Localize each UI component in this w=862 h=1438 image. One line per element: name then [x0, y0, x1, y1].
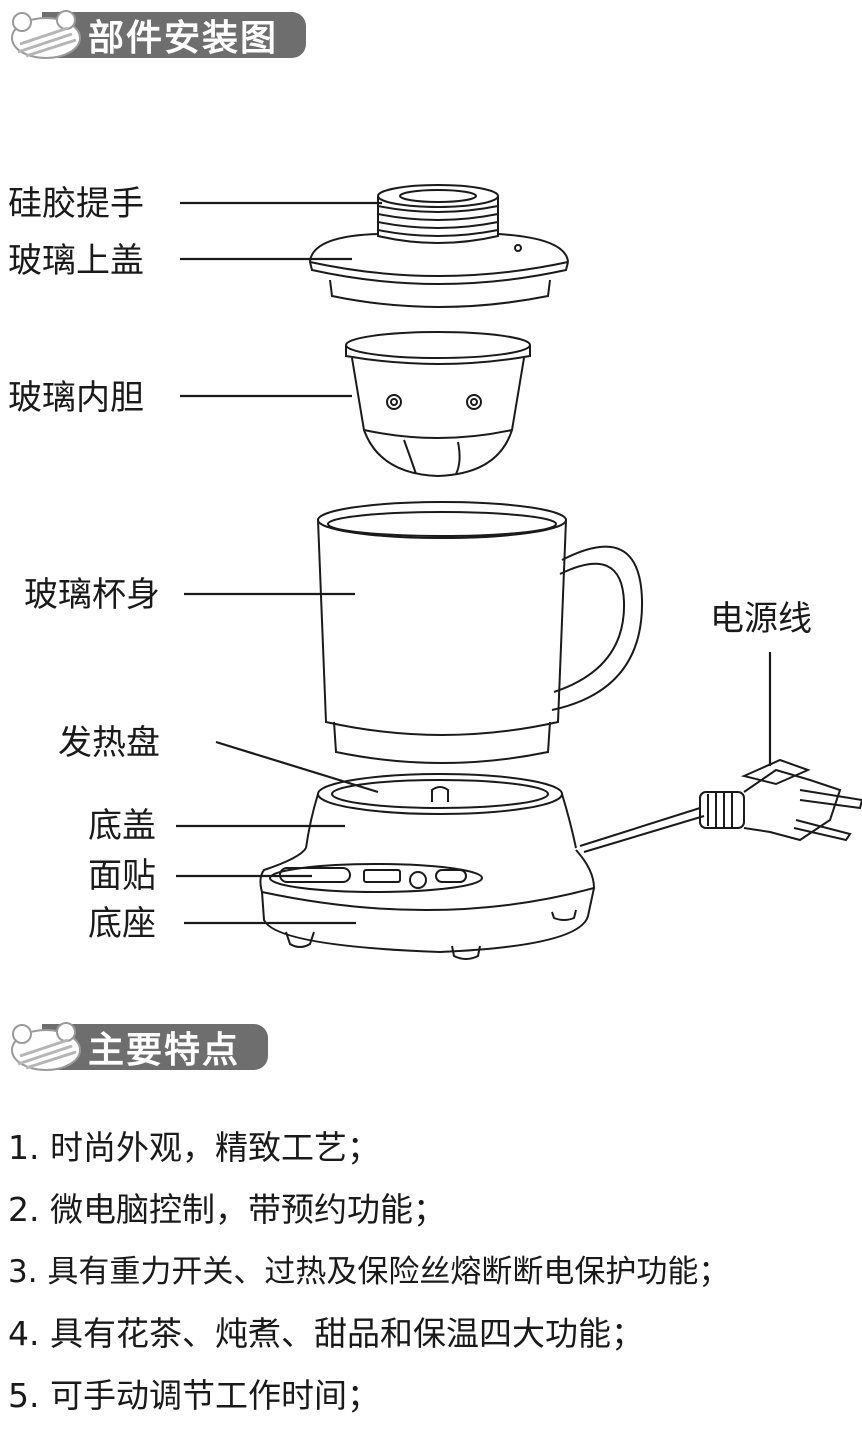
- silicone-handle-part: [377, 184, 499, 244]
- leader-lines: [176, 201, 772, 925]
- heating-base-part: [259, 773, 596, 960]
- power-cord-part: [579, 758, 862, 853]
- inner-liner-part: [345, 331, 531, 478]
- label-cup-body: 玻璃杯身: [24, 575, 160, 615]
- feature-item: 4. 具有花茶、炖煮、甜品和保温四大功能；: [8, 1314, 644, 1353]
- features-section-title: 主要特点: [88, 1030, 241, 1071]
- exploded-view-diagram: [176, 184, 862, 960]
- label-base: 底座: [88, 904, 156, 944]
- feature-list: 1. 时尚外观，精致工艺； 2. 微电脑控制，带预约功能； 3. 具有重力开关、…: [8, 1128, 858, 1438]
- leader-heating-plate: [215, 740, 379, 794]
- feature-item: 2. 微电脑控制，带预约功能；: [8, 1190, 446, 1229]
- feature-item: 3. 具有重力开关、过热及保险丝熔断断电保护功能；: [8, 1254, 730, 1290]
- feature-item: 1. 时尚外观，精致工艺；: [8, 1128, 380, 1167]
- assembly-section-banner: 部件安装图: [6, 8, 336, 62]
- assembly-section-title: 部件安装图: [88, 18, 279, 59]
- assembly-banner-pill: 部件安装图: [42, 12, 307, 59]
- label-handle: 硅胶提手: [8, 184, 144, 224]
- label-inner-liner: 玻璃内胆: [8, 378, 144, 418]
- feature-item: 5. 可手动调节工作时间；: [8, 1376, 380, 1415]
- label-power-cord: 电源线: [710, 599, 812, 639]
- glass-cup-body-part: [317, 501, 644, 764]
- label-panel-sticker: 面贴: [88, 856, 156, 896]
- bear-badge-icon: [11, 10, 81, 59]
- bear-badge-icon: [11, 1022, 81, 1071]
- label-glass-lid: 玻璃上盖: [8, 241, 144, 281]
- label-heating-plate: 发热盘: [58, 723, 160, 763]
- label-base-cover: 底盖: [88, 806, 156, 846]
- features-section-banner: 主要特点: [6, 1020, 286, 1074]
- glass-lid-part: [309, 233, 569, 308]
